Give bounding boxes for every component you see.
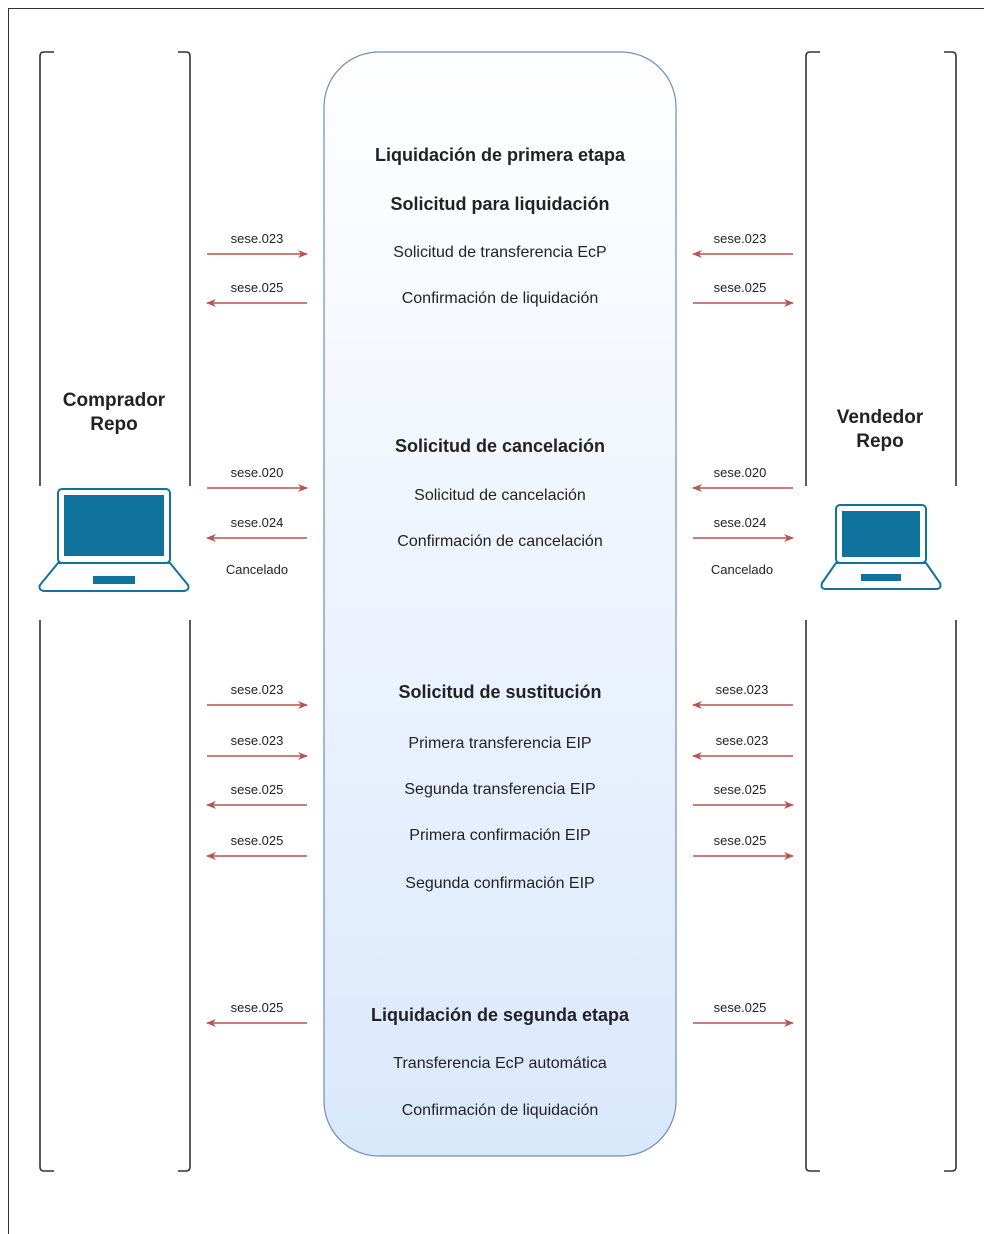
buyer-name-line2: Repo [90,414,138,435]
buyer-message-label: sese.023 [231,733,284,748]
seller-message-label: sese.024 [714,515,767,530]
seller-message-label: sese.025 [714,280,767,295]
buyer-message-label: sese.025 [231,782,284,797]
diagram-frame [8,8,984,1234]
buyer-cancel-note: Cancelado [226,562,288,577]
seller-message-label: sese.025 [714,1000,767,1015]
section-item: Primera transferencia EIP [408,735,591,752]
seller-message-arrows [692,250,794,1027]
seller-name-line1: Vendedor [837,407,924,428]
buyer-message-label: sese.025 [231,833,284,848]
buyer-message-label: sese.025 [231,280,284,295]
section-heading: Solicitud de cancelación [395,436,605,456]
section-item: Segunda confirmación EIP [405,875,594,892]
seller-name-line2: Repo [856,431,904,452]
buyer-message-label: sese.025 [231,1000,284,1015]
buyer-laptop-icon [38,488,190,592]
section-item: Confirmación de liquidación [402,290,599,307]
section-item: Primera confirmación EIP [409,827,590,844]
seller-message-label: sese.025 [714,833,767,848]
section-item: Segunda transferencia EIP [404,781,595,798]
seller-cancel-note: Cancelado [711,562,773,577]
seller-message-label: sese.020 [714,465,767,480]
seller-laptop-icon [820,504,942,590]
buyer-message-label: sese.024 [231,515,284,530]
buyer-message-label: sese.020 [231,465,284,480]
section-heading: Liquidación de segunda etapa [371,1005,630,1025]
buyer-message-label: sese.023 [231,231,284,246]
buyer-name-line1: Comprador [63,390,166,411]
section-heading: Liquidación de primera etapa [375,145,626,165]
section-subheading: Solicitud para liquidación [390,194,609,214]
seller-message-label: sese.023 [714,231,767,246]
section-heading: Solicitud de sustitución [398,682,601,702]
section-item: Solicitud de transferencia EcP [393,244,606,261]
buyer-message-arrows [206,250,308,1027]
buyer-message-label: sese.023 [231,682,284,697]
seller-message-label: sese.023 [716,733,769,748]
seller-message-label: sese.023 [716,682,769,697]
section-item: Confirmación de cancelación [397,533,602,550]
central-process-panel [323,51,677,1157]
seller-message-label: sese.025 [714,782,767,797]
section-item: Solicitud de cancelación [414,487,586,504]
section-item: Transferencia EcP automática [393,1055,607,1072]
section-item: Confirmación de liquidación [402,1102,599,1119]
